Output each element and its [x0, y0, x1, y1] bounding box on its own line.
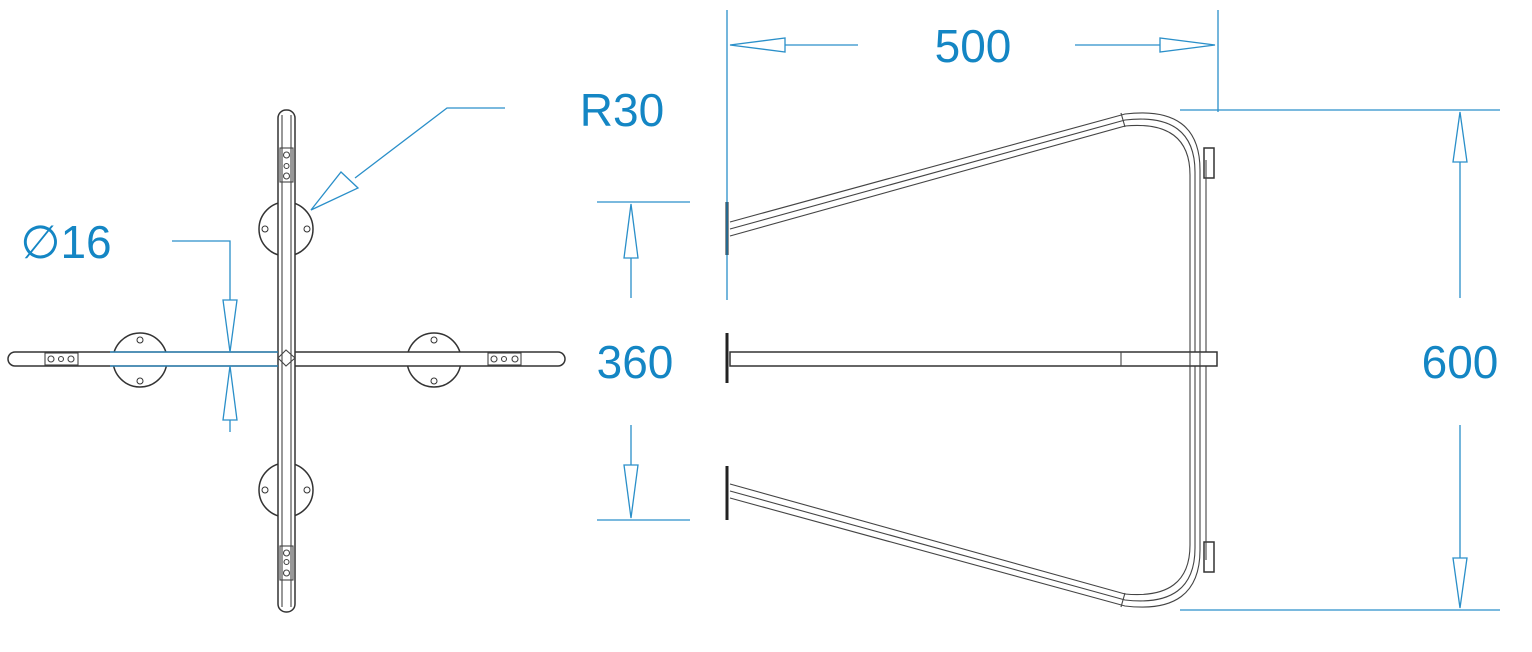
height-label: 600: [1422, 336, 1499, 388]
radius-leader: [310, 107, 505, 211]
spacing-dimension: [597, 201, 690, 521]
middle-rail: [729, 351, 1218, 367]
diameter-dimension: [110, 240, 278, 432]
width-label: 500: [935, 20, 1012, 72]
side-view-frame: [725, 112, 1218, 608]
spacing-label: 360: [597, 336, 674, 388]
end-caps: [44, 147, 522, 581]
radius-label: R30: [580, 84, 664, 136]
height-dimension: [1180, 109, 1500, 611]
width-dimension: [726, 10, 1219, 300]
top-view-cross: [7, 107, 566, 613]
diameter-label: ∅16: [20, 216, 111, 268]
